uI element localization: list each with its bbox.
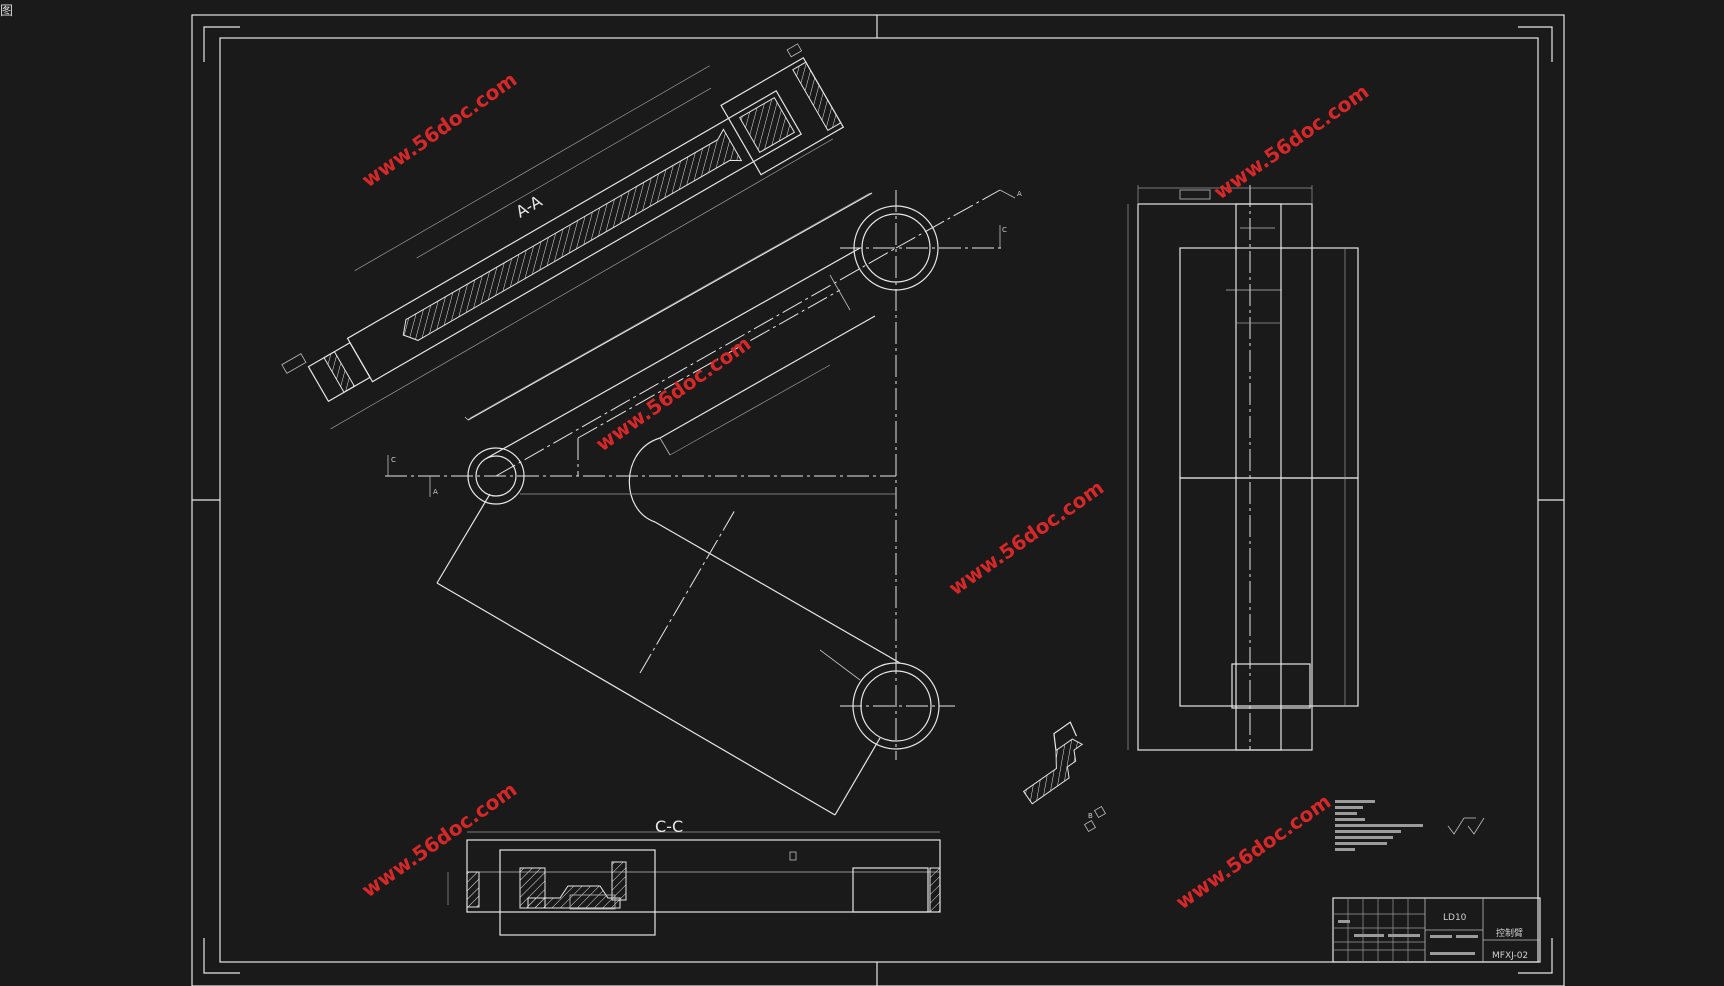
- surface-finish-symbol: [1447, 817, 1485, 835]
- sheet-border: [191, 14, 1565, 986]
- technical-notes: [1335, 800, 1423, 851]
- svg-text:A: A: [1017, 190, 1022, 198]
- watermark-2: www.56doc.com: [1209, 79, 1373, 204]
- title-block: [1332, 897, 1541, 963]
- title-part-name: 控制臂: [1496, 927, 1523, 939]
- section-aa-view: [281, 43, 845, 430]
- svg-text:C: C: [1002, 226, 1007, 234]
- section-cc-view: [447, 831, 941, 936]
- title-drawing-no: MFXJ-02: [1492, 951, 1528, 961]
- section-aa-label: A-A: [513, 192, 546, 222]
- watermark-4: www.56doc.com: [944, 475, 1108, 600]
- detail-b-view: [1022, 721, 1084, 805]
- detail-b-label: B: [1088, 812, 1093, 820]
- side-view: [1127, 185, 1359, 751]
- svg-text:C: C: [391, 456, 396, 464]
- watermark-6: www.56doc.com: [1171, 789, 1335, 914]
- title-material: LD10: [1443, 913, 1467, 923]
- watermark-3: www.56doc.com: [591, 331, 755, 456]
- svg-text:A: A: [433, 488, 438, 496]
- main-view-control-arm: C A C A: [385, 189, 1022, 816]
- corner-char: 图: [0, 4, 14, 19]
- watermark-1: www.56doc.com: [357, 67, 521, 192]
- section-cc-label: C-C: [655, 817, 683, 836]
